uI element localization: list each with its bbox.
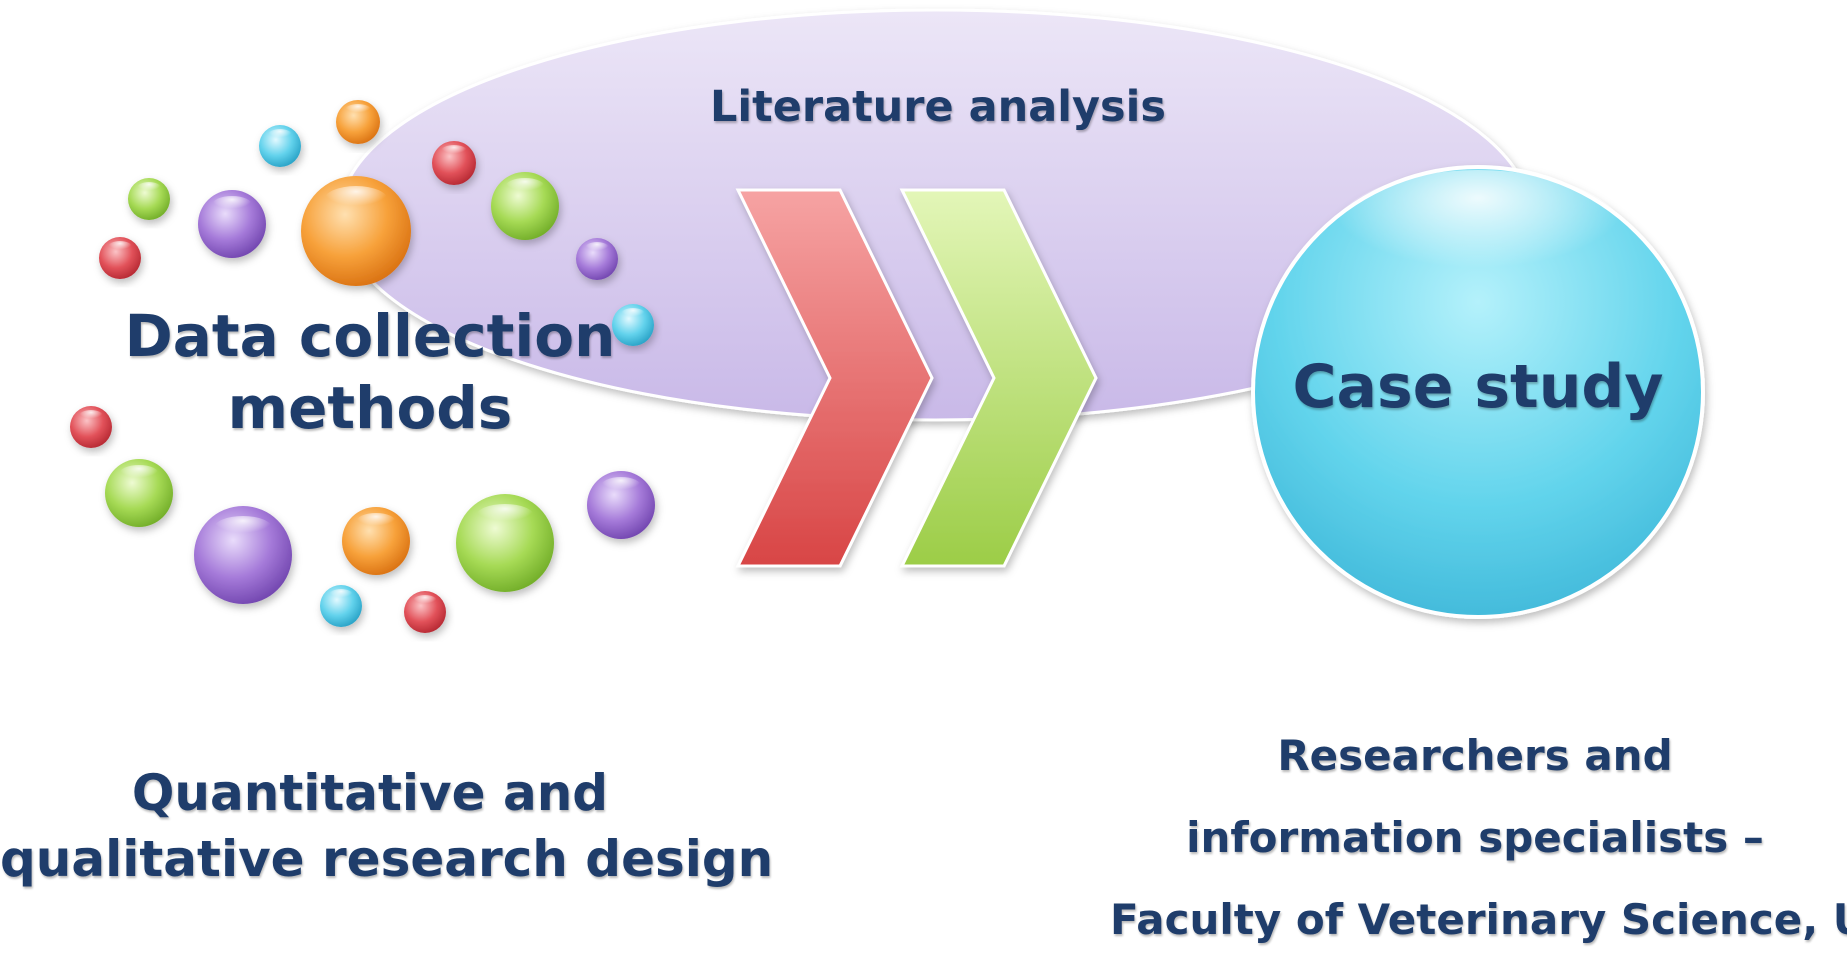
research-design-line: Quantitative and: [131, 764, 609, 822]
researchers-line: information specialists –: [1186, 813, 1764, 862]
bubble: [301, 176, 411, 286]
bubble: [342, 507, 410, 575]
bubble: [259, 125, 301, 167]
bubble: [99, 237, 141, 279]
diagram-art: [70, 8, 1705, 633]
chevron-right-icon: [735, 188, 934, 568]
case-study-label: Case study: [1292, 352, 1664, 422]
researchers-label: Researchers and information specialists …: [1110, 715, 1847, 961]
case-study-circle: [1251, 165, 1705, 619]
data-collection-bubbles: [70, 100, 655, 633]
data-collection-line: methods: [227, 374, 513, 442]
research-design-label: Quantitative and qualitative research de…: [0, 760, 774, 892]
diagram-canvas: Literature analysis Data collection meth…: [0, 8, 1847, 944]
literature-analysis-label: Literature analysis: [710, 82, 1166, 132]
researchers-line: Faculty of Veterinary Science, UP: [1110, 895, 1847, 944]
bubble: [587, 471, 655, 539]
bubble: [128, 178, 170, 220]
bubble: [70, 406, 112, 448]
data-collection-label: Data collection methods: [100, 300, 640, 444]
bubble: [404, 591, 446, 633]
bubble: [198, 190, 266, 258]
bubble: [456, 494, 554, 592]
bubble: [105, 459, 173, 527]
bubble: [336, 100, 380, 144]
bubble: [491, 172, 559, 240]
researchers-line: Researchers and: [1277, 731, 1673, 780]
chevron-right-icon: [899, 188, 1098, 568]
bubble: [612, 304, 654, 346]
data-collection-line: Data collection: [124, 302, 616, 370]
bubble: [432, 141, 476, 185]
research-design-line: qualitative research design: [0, 830, 774, 888]
bubble: [576, 238, 618, 280]
bubble: [320, 585, 362, 627]
bubble: [194, 506, 292, 604]
